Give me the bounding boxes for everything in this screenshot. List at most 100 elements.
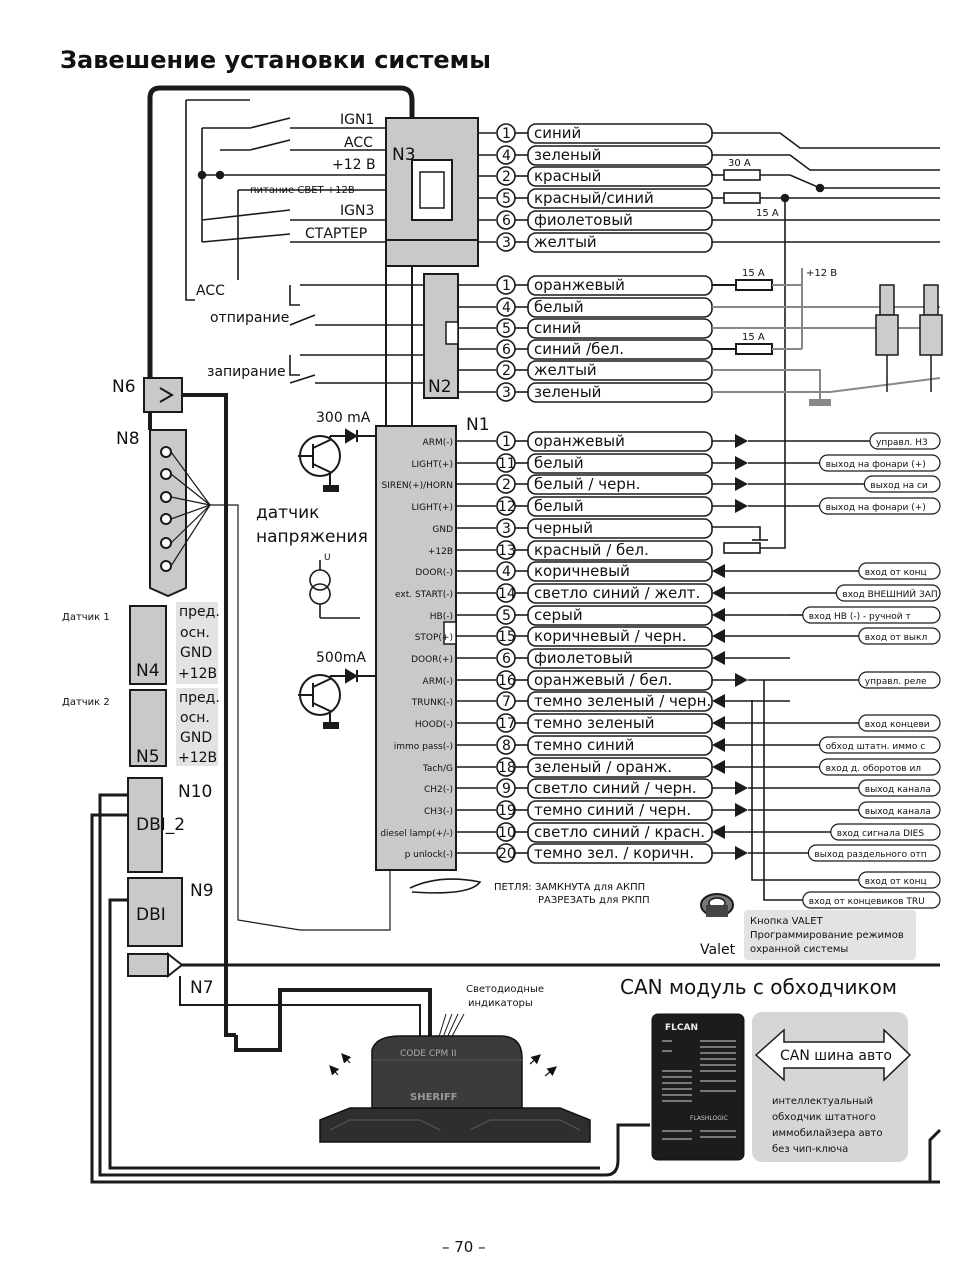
n2-row-3-pin-number: 5 bbox=[502, 321, 511, 337]
can-desc-4: без чип-ключа bbox=[772, 1144, 848, 1155]
label-starter: СТАРТЕР bbox=[305, 226, 367, 242]
page-title: Завешение установки системы bbox=[60, 46, 491, 74]
transmission-loop bbox=[409, 878, 482, 894]
n3-row-4-pin-number: 5 bbox=[502, 191, 511, 207]
n10-label: N10 bbox=[178, 782, 212, 802]
n3-row-3-wire-color: красный bbox=[534, 167, 601, 185]
can-desc-1: интеллектуальный bbox=[772, 1096, 873, 1107]
n2-row-5-pin-number: 2 bbox=[502, 363, 511, 379]
n1-pin-label-16: Tach/G bbox=[422, 764, 453, 774]
current-500-label: 500mA bbox=[316, 650, 366, 666]
can-device-brand: FLASHLOGIC bbox=[690, 1115, 728, 1122]
n2-row-1-wire-color: оранжевый bbox=[534, 276, 625, 294]
n1-pin-label-13: TRUNK(-) bbox=[411, 698, 453, 708]
n5-label: N5 bbox=[136, 747, 160, 767]
n1-row-5-pin-number: 3 bbox=[502, 521, 511, 537]
current-300-label: 300 mA bbox=[316, 410, 371, 426]
n3-row-2-pin-number: 4 bbox=[502, 148, 511, 164]
n1-extra-lead-1 bbox=[751, 700, 859, 881]
n3-row-2-wire-color: зеленый bbox=[534, 146, 601, 164]
n4-pin-2: осн. bbox=[180, 625, 210, 641]
n1-dest-19: вход сигнала DIES bbox=[837, 829, 925, 839]
n1-dest-17: выход канала bbox=[865, 785, 931, 795]
n2-connector: N2 bbox=[385, 265, 459, 427]
n2-label: N2 bbox=[428, 377, 452, 397]
label-ign1: IGN1 bbox=[340, 112, 374, 128]
n2-row-6-pin-number: 3 bbox=[502, 385, 511, 401]
n1-row-16-pin-number: 18 bbox=[498, 760, 516, 776]
n1-out-arrow-20 bbox=[735, 846, 748, 860]
main-control-unit: CODE CPM II SHERIFF bbox=[319, 1035, 591, 1143]
n1-pin-label-19: diesel lamp(+/-) bbox=[380, 829, 453, 839]
can-device-name: FLCAN bbox=[665, 1023, 698, 1033]
n1-dest-12: управл. реле bbox=[865, 677, 927, 687]
n1-dest-1: управл. Н3 bbox=[876, 438, 928, 448]
n1-dest-9: вход НВ (-) - ручной т bbox=[809, 612, 911, 622]
n3-row-6-wire-color: желтый bbox=[534, 233, 597, 251]
n2-relay-wiring bbox=[289, 284, 424, 384]
n2-row-6-wire-color: зеленый bbox=[534, 383, 601, 401]
n2-label-lock: запирание bbox=[207, 364, 286, 380]
n1-extra-lead-2 bbox=[763, 680, 803, 901]
valet-button[interactable] bbox=[700, 893, 734, 917]
can-desc-2: обходчик штатного bbox=[772, 1112, 876, 1123]
n1-in-arrow-11 bbox=[712, 651, 725, 665]
sensor-u: U bbox=[324, 553, 331, 563]
n4-pin-3: GND bbox=[180, 645, 212, 661]
n1-row-16-wire-box bbox=[527, 757, 713, 778]
n1-row-6-pin-number: 13 bbox=[498, 543, 516, 559]
transistor-300 bbox=[298, 428, 376, 492]
n1-in-arrow-14 bbox=[712, 716, 725, 730]
n1-row-19-wire-box bbox=[527, 822, 713, 843]
n1-connector: N1 bbox=[375, 415, 490, 871]
n1-dest-4: выход на фонари (+) bbox=[826, 503, 926, 513]
n1-dest-15: обход штатн. иммо с bbox=[826, 742, 926, 752]
n1-dest-2: выход на фонари (+) bbox=[826, 460, 926, 470]
n1-row-10-pin-number: 15 bbox=[498, 629, 516, 645]
n3-row-1-wire-color: синий bbox=[534, 124, 581, 142]
n1-in-arrow-19 bbox=[712, 825, 725, 839]
valet-description-box bbox=[744, 910, 916, 960]
n3-row-4-wire-color: красный/синий bbox=[534, 189, 654, 207]
n5-pin-2: осн. bbox=[180, 710, 210, 726]
page-number: – 70 – bbox=[442, 1238, 486, 1256]
n1-row-6-wire-box bbox=[527, 540, 713, 561]
label-acc: ACC bbox=[344, 135, 373, 151]
n1-label: N1 bbox=[466, 415, 490, 435]
n1-pin-label-1: ARM(-) bbox=[423, 438, 453, 448]
n5-pin-3: GND bbox=[180, 730, 212, 746]
main-harness-wire bbox=[147, 85, 415, 378]
label-ign3: IGN3 bbox=[340, 203, 374, 219]
module-brand: SHERIFF bbox=[410, 1092, 458, 1103]
n3-row-3-pin-number: 2 bbox=[502, 169, 511, 185]
n2-row-4-pin-number: 6 bbox=[502, 342, 511, 358]
n1-row-8-wire-color: светло синий / желт. bbox=[534, 584, 700, 602]
loop-text-2: РАЗРЕЗАТЬ для РКПП bbox=[538, 895, 650, 906]
fuse-15-n2b: 15 A bbox=[742, 332, 765, 343]
sensor2-label: Датчик 2 bbox=[62, 697, 110, 708]
label-light-power: питание СВЕТ +12В bbox=[250, 185, 355, 196]
valet-line-3: охранной системы bbox=[750, 944, 848, 955]
n1-row-15-wire-color: темно синий bbox=[534, 736, 634, 754]
n1-pin-label-8: ext. START(-) bbox=[395, 590, 453, 600]
n3-row-3-wire-box bbox=[527, 166, 713, 187]
n3-left-labels: IGN1 ACC +12 B питание СВЕТ +12В IGN3 СТ… bbox=[250, 112, 376, 242]
n4-pin-1: пред. bbox=[179, 604, 220, 620]
n1-row-12-wire-color: оранжевый / бел. bbox=[534, 671, 672, 689]
n3-switch-wiring bbox=[185, 99, 386, 301]
n2-row-5-wire-color: желтый bbox=[534, 361, 597, 379]
n1-pin-label-12: ARM(-) bbox=[423, 677, 453, 687]
n3-row-5-wire-color: фиолетовый bbox=[534, 211, 633, 229]
n1-dest-7: вход от конц bbox=[865, 568, 927, 578]
n1-row-1-pin-number: 1 bbox=[502, 434, 511, 450]
n1-row-8-pin-number: 14 bbox=[498, 586, 516, 602]
n1-extra-dest-1: вход от конц bbox=[865, 877, 927, 887]
fuse-15: 15 A bbox=[756, 208, 779, 219]
n1-out-arrow-12 bbox=[735, 673, 748, 687]
transistor-500 bbox=[298, 668, 376, 729]
n1-row-15-pin-number: 8 bbox=[502, 738, 511, 754]
n1-out-arrow-2 bbox=[735, 456, 748, 470]
n1-in-arrow-9 bbox=[712, 608, 725, 622]
n5-pin-1: пред. bbox=[179, 690, 220, 706]
